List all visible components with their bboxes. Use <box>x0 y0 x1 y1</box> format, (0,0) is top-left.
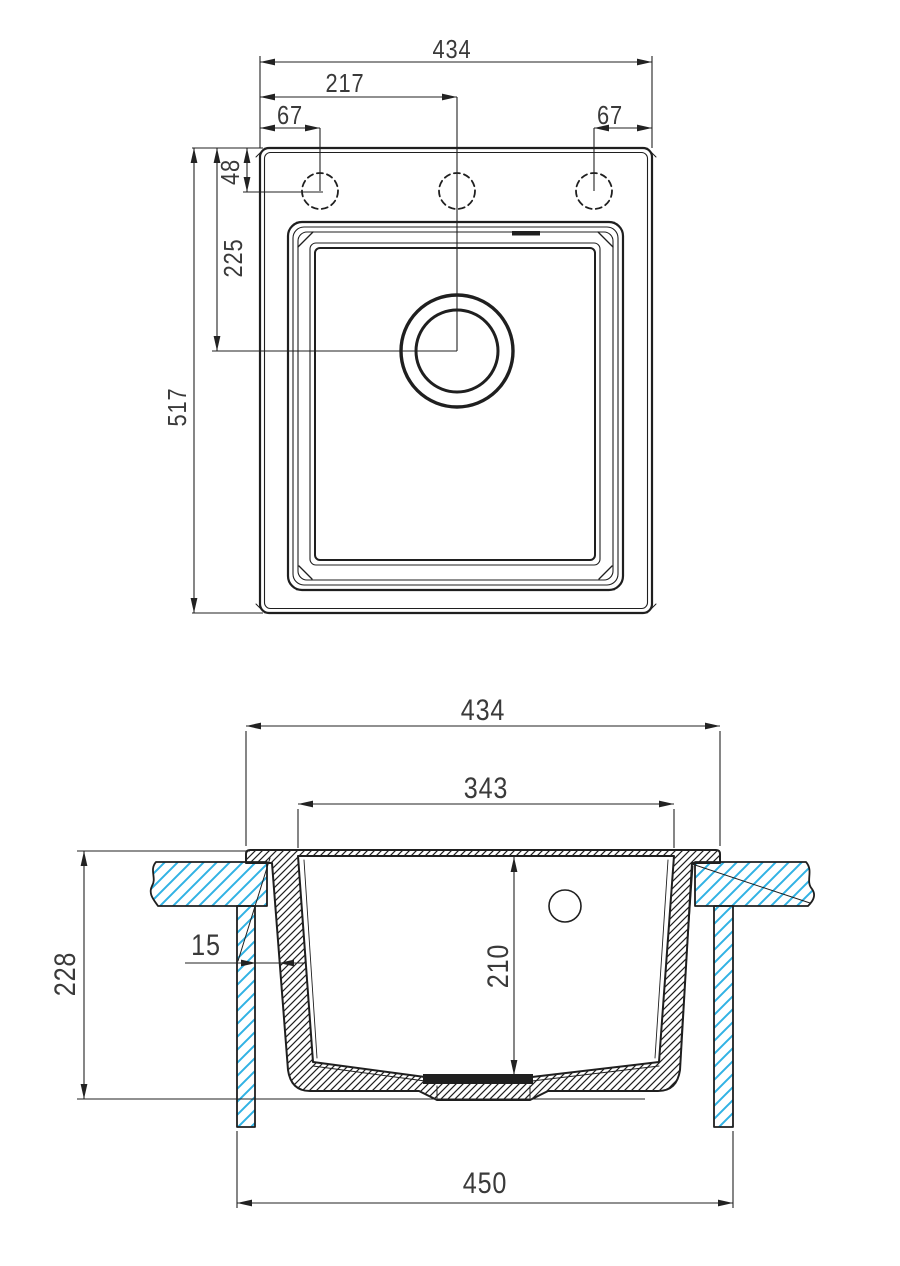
dim-label-faucet-center: 217 <box>325 68 365 98</box>
dim-label-hole-offset-left: 67 <box>277 100 303 130</box>
dim-label-drain-setback: 225 <box>218 238 248 278</box>
arrowheads <box>190 58 652 613</box>
dim-label-bowl-depth: 210 <box>482 943 515 989</box>
top-view-dimensions <box>190 56 653 614</box>
top-view <box>255 146 657 615</box>
dim-label-section-overall-width: 434 <box>460 694 506 727</box>
dim-label-hole-setback: 48 <box>215 159 245 185</box>
sink-corner-ticks <box>255 147 657 614</box>
overflow-slot <box>512 231 540 236</box>
bowl-bevel-ticks <box>297 231 614 580</box>
countertop-right <box>694 861 815 907</box>
sink-outline-inner <box>263 151 649 610</box>
drain-recess-band <box>423 1074 533 1084</box>
clamp-line-right-2 <box>680 865 694 1041</box>
bowl-rim <box>286 220 625 592</box>
bowl-floor-lines <box>312 1065 660 1082</box>
far-wall-lines <box>303 859 669 1059</box>
sink-outline-outer <box>258 146 654 615</box>
overflow-hole-section <box>548 889 582 923</box>
clamp-line-right <box>691 863 811 904</box>
dim-label-side-clearance: 15 <box>191 929 221 962</box>
cabinet-panel-right <box>713 905 734 1128</box>
section-view <box>149 849 815 1128</box>
drain-recess-edges <box>436 1085 531 1099</box>
arrowheads <box>80 722 733 1207</box>
dim-label-bowl-top-width: 343 <box>463 772 509 805</box>
dim-label-hole-offset-right: 67 <box>597 100 623 130</box>
section-view-dimensions <box>77 722 734 1208</box>
dim-label-cabinet-width: 450 <box>462 1167 508 1200</box>
countertop-left <box>149 861 268 907</box>
bowl-corner-ticks <box>288 221 623 591</box>
dim-label-overall-height: 228 <box>49 951 82 997</box>
cabinet-panel-left <box>236 905 256 1128</box>
clamp-line-left <box>237 857 271 962</box>
dim-label-top-overall-width: 434 <box>432 34 472 64</box>
dim-label-overall-depth: 517 <box>162 387 192 427</box>
